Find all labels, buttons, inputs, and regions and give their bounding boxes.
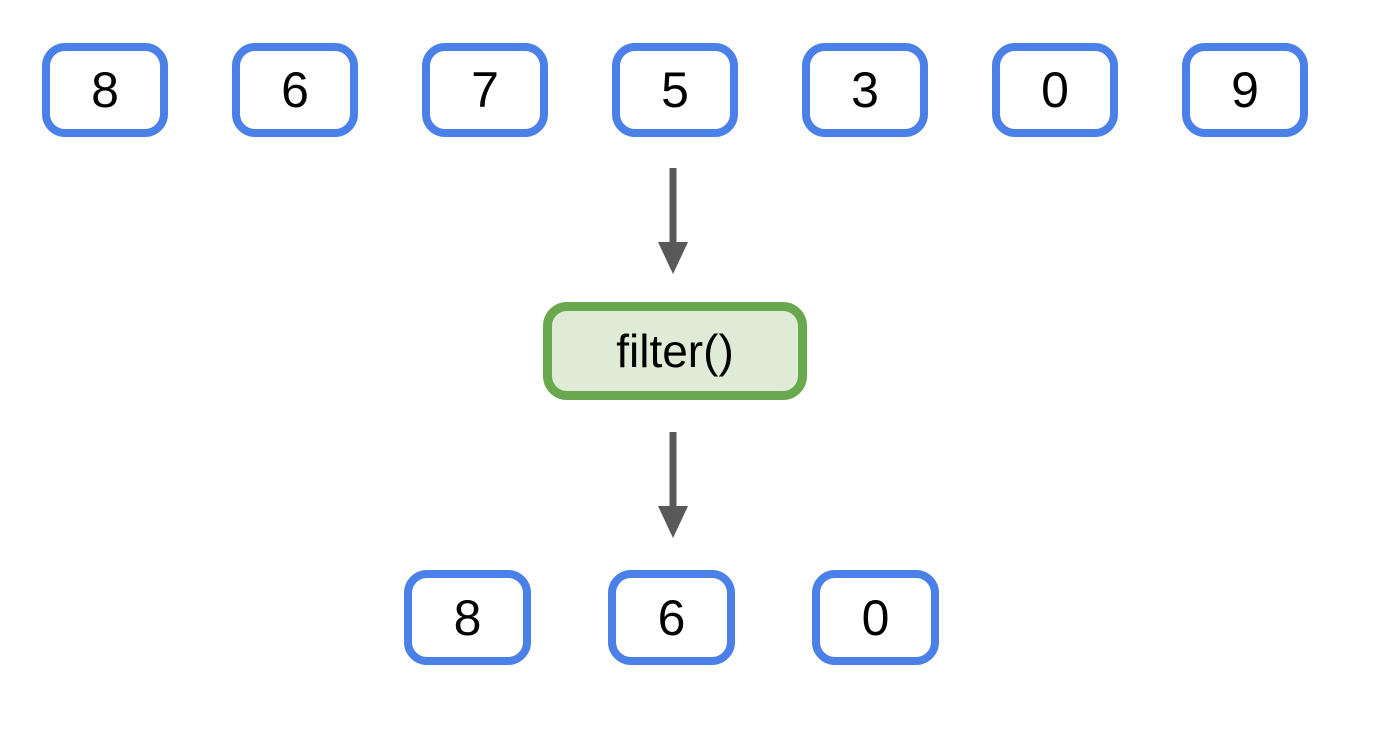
input-box-3: 7 [422,43,548,137]
output-box-3: 0 [812,570,939,665]
output-value-1: 8 [453,589,482,646]
input-row: 8 6 7 5 3 0 9 [42,43,1308,137]
output-value-2: 6 [657,589,686,646]
output-box-2: 6 [608,570,735,665]
output-box-1: 8 [404,570,531,665]
input-value-1: 8 [91,62,119,118]
input-value-5: 3 [851,62,879,118]
input-box-4: 5 [612,43,738,137]
input-box-1: 8 [42,43,168,137]
input-value-7: 9 [1231,62,1259,118]
input-box-2: 6 [232,43,358,137]
output-row: 8 6 0 [404,570,939,665]
input-value-4: 5 [661,62,689,118]
input-box-6: 0 [992,43,1118,137]
input-value-6: 0 [1041,62,1069,118]
input-box-5: 3 [802,43,928,137]
input-box-7: 9 [1182,43,1308,137]
input-value-2: 6 [281,62,309,118]
down-arrow-icon [658,168,688,274]
input-value-3: 7 [471,62,499,118]
filter-function-label: filter() [616,325,734,377]
output-value-3: 0 [861,589,890,646]
filter-function-box: filter() [543,302,807,400]
down-arrow-icon [658,432,688,538]
